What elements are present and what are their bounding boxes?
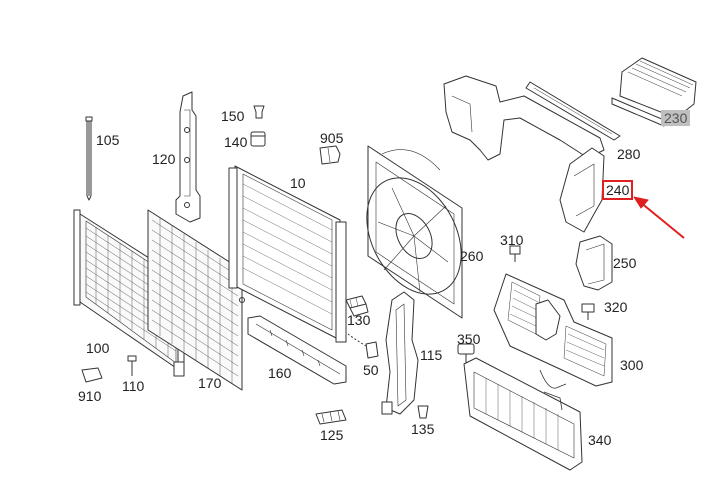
part-110-bolt: [127, 355, 137, 376]
label-905: 905: [320, 130, 344, 146]
part-240-air-guide: [559, 147, 605, 233]
label-260: 260: [460, 248, 484, 264]
part-125-clip: [315, 409, 347, 425]
label-300: 300: [620, 357, 644, 373]
label-160: 160: [268, 365, 292, 381]
label-150: 150: [221, 108, 245, 124]
part-50-clip: [347, 333, 379, 359]
label-135: 135: [411, 421, 435, 437]
part-130-hose: [345, 295, 369, 317]
label-230: 230: [661, 110, 691, 126]
part-300-grille: [493, 273, 613, 389]
label-105: 105: [96, 132, 120, 148]
label-250: 250: [613, 255, 637, 271]
label-140: 140: [224, 134, 248, 150]
part-105-rod: [85, 116, 93, 201]
part-280-cross-member: [443, 75, 621, 161]
part-150-clip: [253, 105, 265, 119]
part-340-shutter: [463, 357, 583, 471]
label-340: 340: [588, 432, 612, 448]
part-170-radiator: [147, 209, 243, 391]
label-320: 320: [604, 299, 628, 315]
label-170: 170: [198, 375, 222, 391]
part-230-control-unit: [611, 57, 697, 127]
label-910: 910: [78, 388, 102, 404]
part-350-bolt: [457, 343, 475, 364]
part-910-clip: [81, 367, 103, 383]
part-115-bracket: [381, 291, 419, 415]
part-140-cap: [250, 131, 266, 147]
label-50: 50: [363, 362, 379, 378]
label-120: 120: [152, 151, 176, 167]
part-320-bolt: [581, 303, 595, 320]
part-310-bolt: [509, 245, 521, 262]
label-240-highlighted: 240: [602, 180, 634, 200]
label-350: 350: [457, 331, 481, 347]
label-280: 280: [617, 146, 641, 162]
label-100: 100: [86, 340, 110, 356]
part-905-sensor: [319, 145, 341, 165]
part-120-bracket: [175, 91, 201, 223]
label-10: 10: [290, 175, 306, 191]
label-130: 130: [347, 312, 371, 328]
part-10-main-radiator: [228, 165, 347, 343]
part-160-duct: [247, 315, 347, 385]
label-310: 310: [500, 232, 524, 248]
part-fan-shroud: [366, 145, 463, 319]
label-115: 115: [420, 347, 443, 363]
label-110: 110: [122, 378, 145, 394]
highlight-arrow: [633, 196, 685, 239]
part-250-side-guide: [575, 235, 613, 291]
part-135-screw: [417, 405, 429, 419]
label-125: 125: [320, 427, 344, 443]
